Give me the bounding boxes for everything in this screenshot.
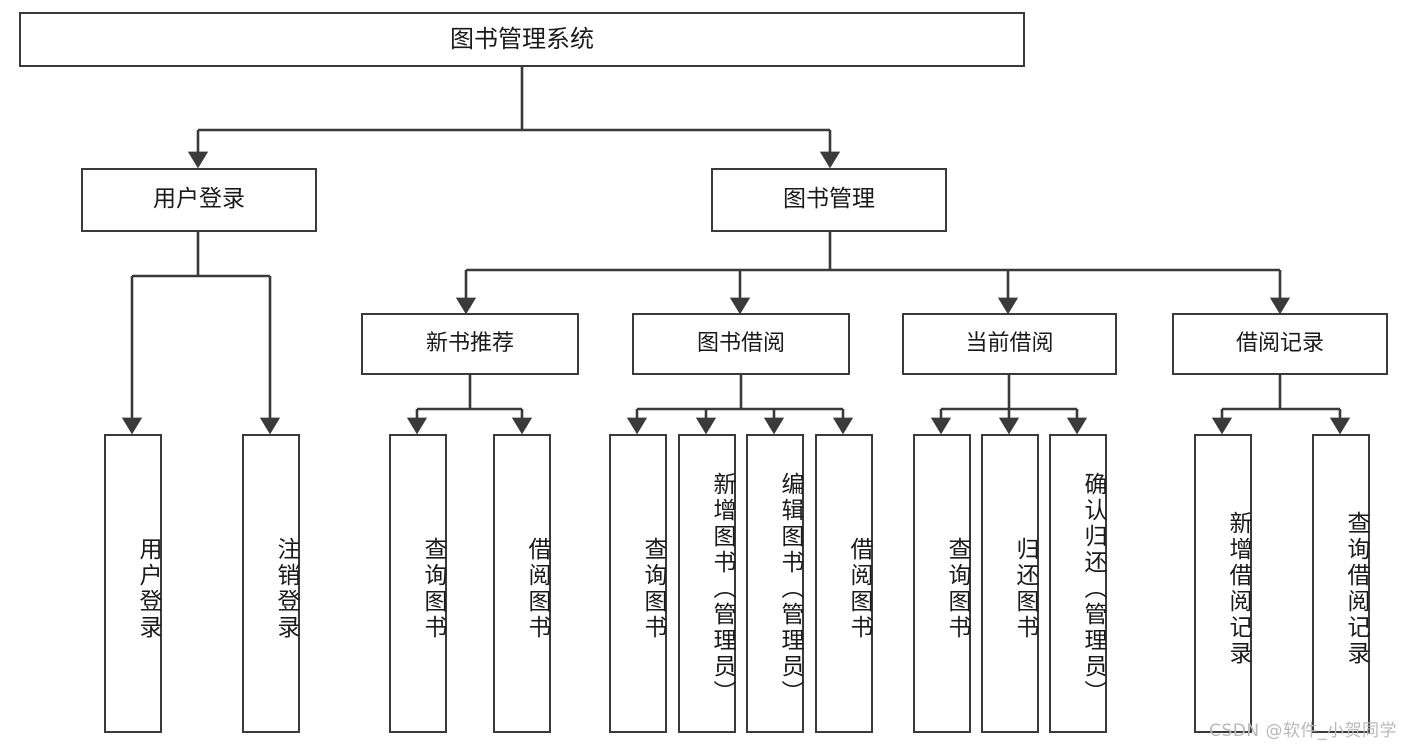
- node-current-borrow-label: 当前借阅: [965, 330, 1054, 356]
- leaf-borrow-borrow-books[interactable]: 借阅图书: [815, 434, 873, 733]
- leaf-new-book-borrow-books[interactable]: 借阅图书: [493, 434, 551, 733]
- node-borrow-record[interactable]: 借阅记录: [1172, 313, 1388, 375]
- leaf-user-login-logout[interactable]: 注销登录: [242, 434, 300, 733]
- node-user-login-label: 用户登录: [153, 186, 245, 213]
- leaf-record-query-borrow-record[interactable]: 查询借阅记录: [1312, 434, 1370, 733]
- leaf-label: 编辑图书（管理员）: [777, 471, 803, 706]
- leaf-current-confirm-return-admin[interactable]: 确认归还（管理员）: [1049, 434, 1107, 733]
- node-root-book-management-system[interactable]: 图书管理系统: [19, 12, 1025, 67]
- node-book-management-label: 图书管理: [783, 186, 875, 213]
- leaf-label: 查询图书: [640, 536, 666, 641]
- leaf-label: 查询图书: [420, 536, 446, 641]
- node-borrow-record-label: 借阅记录: [1235, 330, 1324, 356]
- leaf-label: 用户登录: [135, 536, 161, 641]
- leaf-label: 借阅图书: [524, 536, 550, 641]
- node-new-book-recommend[interactable]: 新书推荐: [361, 313, 579, 375]
- leaf-new-book-query-books[interactable]: 查询图书: [389, 434, 447, 733]
- leaf-label: 归还图书: [1012, 536, 1038, 641]
- leaf-label: 借阅图书: [846, 536, 872, 641]
- leaf-borrow-edit-book-admin[interactable]: 编辑图书（管理员）: [746, 434, 804, 733]
- leaf-borrow-query-books[interactable]: 查询图书: [609, 434, 667, 733]
- leaf-borrow-add-book-admin[interactable]: 新增图书（管理员）: [678, 434, 736, 733]
- node-root-label: 图书管理系统: [450, 25, 594, 54]
- node-book-borrow-label: 图书借阅: [696, 330, 785, 356]
- leaf-current-query-books[interactable]: 查询图书: [913, 434, 971, 733]
- node-current-borrow[interactable]: 当前借阅: [902, 313, 1117, 375]
- leaf-user-login-login[interactable]: 用户登录: [104, 434, 162, 733]
- leaf-label: 查询借阅记录: [1343, 510, 1369, 667]
- leaf-record-add-borrow-record[interactable]: 新增借阅记录: [1194, 434, 1252, 733]
- leaf-label: 注销登录: [273, 536, 299, 641]
- leaf-label: 新增借阅记录: [1225, 510, 1251, 667]
- node-book-management[interactable]: 图书管理: [711, 168, 947, 232]
- leaf-label: 确认归还（管理员）: [1080, 471, 1106, 706]
- leaf-label: 查询图书: [944, 536, 970, 641]
- node-book-borrow[interactable]: 图书借阅: [632, 313, 850, 375]
- leaf-label: 新增图书（管理员）: [709, 471, 735, 706]
- node-new-book-recommend-label: 新书推荐: [425, 330, 514, 356]
- leaf-current-return-books[interactable]: 归还图书: [981, 434, 1039, 733]
- node-user-login[interactable]: 用户登录: [81, 168, 317, 232]
